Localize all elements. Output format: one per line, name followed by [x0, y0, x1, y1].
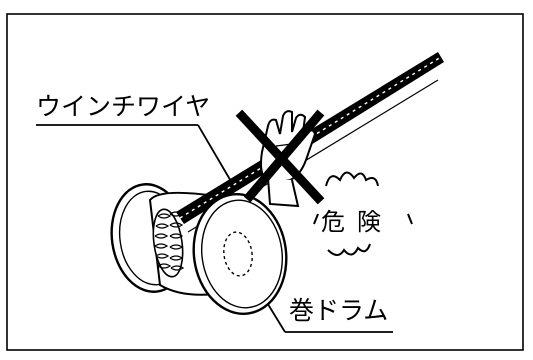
- danger-label: 危険: [321, 208, 393, 236]
- winch-wire-label: ウインチワイヤ: [36, 92, 211, 121]
- x-mark-icon: [235, 109, 325, 205]
- winch-wire-leader: [36, 124, 233, 184]
- frame-border: [6, 13, 524, 351]
- drum-label: 巻ドラム: [289, 296, 389, 325]
- danger-burst: [313, 171, 413, 256]
- drum-front-flange: [192, 193, 288, 315]
